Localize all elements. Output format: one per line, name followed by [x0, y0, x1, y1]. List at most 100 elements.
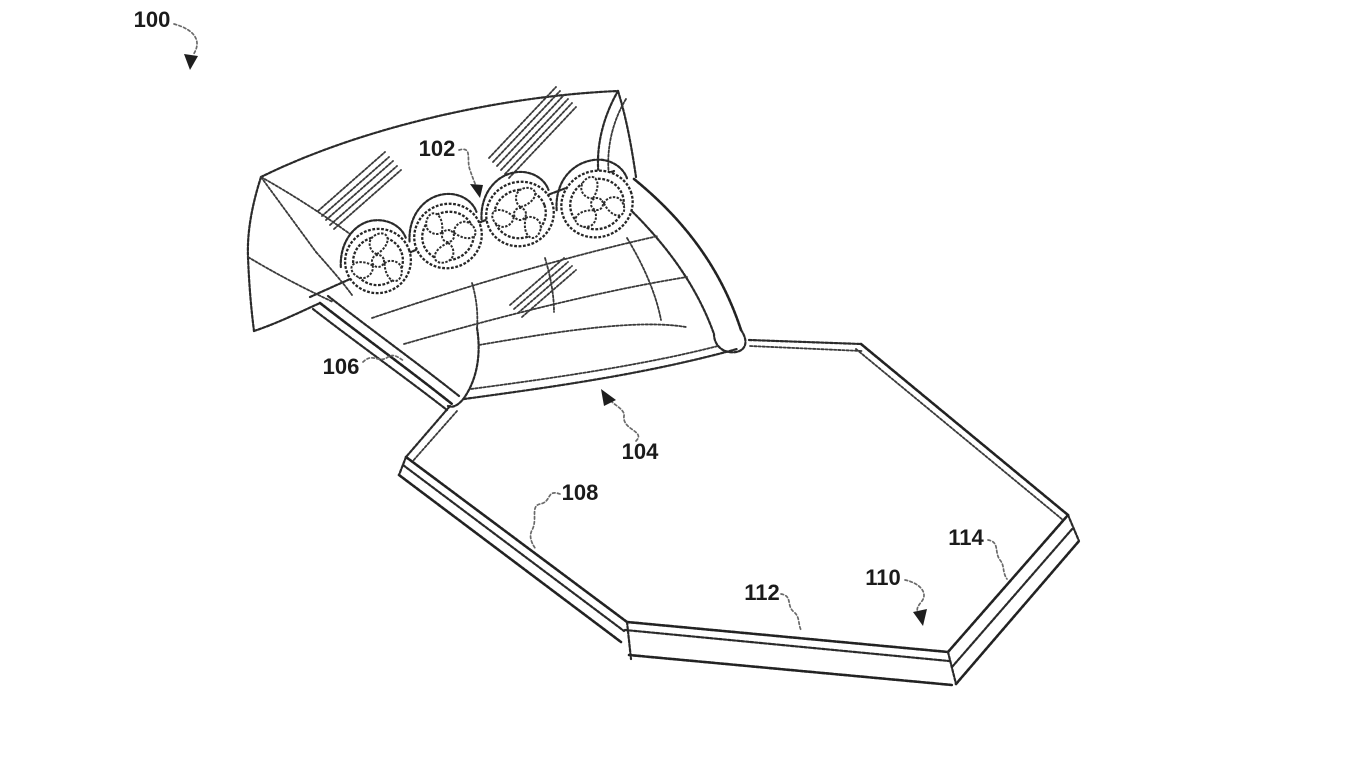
deck-stream-line [544, 257, 555, 313]
ref-label-102: 102 [419, 136, 456, 161]
wing-facet-line [315, 251, 353, 296]
hatch-group-deck [509, 257, 577, 318]
wing-right-fin-inner [607, 98, 627, 177]
leader-114 [987, 539, 1008, 580]
leader-arrowhead-110 [913, 609, 927, 626]
leader-arrowhead-104 [601, 389, 616, 406]
board-right-edge-mid [950, 526, 1075, 669]
board-front-edge-bottom [627, 653, 954, 687]
rotor-blade [515, 186, 537, 209]
rotor-hub [590, 197, 604, 211]
leader-106 [362, 354, 405, 363]
fan-unit-3 [480, 170, 555, 248]
fan-duct-collar [555, 158, 629, 212]
fan-duct-collar [408, 192, 478, 243]
fan-row [339, 158, 634, 295]
hatch-stroke [513, 261, 569, 310]
reference-labels: 100 102 104 106 108 110 112 [134, 7, 1008, 631]
ref-label-106: 106 [323, 354, 360, 379]
ref-108: 108 [529, 480, 599, 549]
board-left-edge-cap [397, 455, 408, 477]
right-rail-inner [614, 194, 716, 336]
fan-duct-collar [480, 170, 550, 221]
leader-110 [904, 579, 925, 613]
board-front-edge-top [625, 620, 950, 654]
rotor-blade [523, 215, 542, 239]
board-back-edge-inner [749, 345, 863, 352]
hatch-stroke [488, 86, 557, 159]
fan-rotor [350, 232, 403, 283]
hatch-stroke [496, 94, 565, 167]
board-platform [397, 338, 1081, 687]
deck-bottom-edge-inner [470, 345, 719, 390]
board-back-edge [747, 338, 863, 346]
ref-label-100: 100 [134, 7, 171, 32]
board-left-edge-bottom [397, 473, 623, 644]
ref-106: 106 [323, 354, 405, 379]
leader-arrowhead-100 [184, 54, 198, 70]
deck-contour-upper [371, 235, 659, 319]
board-left-edge-top [404, 455, 629, 624]
ref-110: 110 [865, 565, 927, 626]
left-rail-foot [446, 326, 480, 408]
wing-facet-line [260, 176, 351, 235]
leader-100 [173, 23, 198, 56]
hatch-stroke [492, 90, 561, 163]
rotor-blade [491, 209, 515, 228]
board-back-right-edge [859, 342, 1070, 517]
hatch-stroke [517, 265, 573, 314]
hatch-stroke [317, 151, 386, 212]
rotor-blade [574, 209, 597, 228]
leader-102 [458, 148, 477, 187]
leader-112 [780, 593, 802, 631]
ref-104: 104 [601, 389, 659, 464]
ref-label-112: 112 [744, 580, 780, 605]
board-left-edge-mid [401, 463, 626, 633]
board-back-right-edge-inner [855, 348, 1064, 521]
hatch-stroke [329, 165, 398, 226]
rotor-blade [425, 212, 444, 235]
ref-100: 100 [134, 7, 198, 70]
deck-bottom-edge-outer [462, 347, 739, 401]
left-rail-bottom [311, 307, 449, 412]
leader-arrowhead-102 [470, 184, 483, 198]
rotor-blade [602, 196, 626, 217]
wing-facet-line [260, 176, 317, 253]
wing-facet-line [247, 256, 334, 303]
right-rail-foot [712, 328, 747, 354]
rotor-blade [368, 232, 389, 256]
left-rail-top [326, 294, 461, 398]
board-right-edge-top [946, 513, 1070, 654]
fan-duct-collar [339, 219, 407, 269]
deck-to-board-edge-inner [411, 410, 458, 463]
ref-114: 114 [948, 525, 1008, 580]
hatch-stroke [504, 102, 573, 175]
wing-bottom-left-edge [252, 301, 322, 333]
leader-104 [610, 400, 640, 442]
ref-label-108: 108 [562, 480, 599, 505]
hatch-group-left-panel [317, 151, 402, 230]
wing-right-fin-outer [596, 89, 620, 180]
deck-ramp [311, 177, 747, 463]
ref-label-104: 104 [622, 439, 659, 464]
rotor-blade [453, 220, 477, 240]
deck-contour-low [478, 323, 687, 346]
board-right-edge-cap [946, 650, 958, 686]
fan-rotor [425, 212, 477, 264]
fan-rotor [574, 175, 626, 228]
rotor-hub [371, 254, 385, 268]
ref-102: 102 [419, 136, 483, 198]
wing-left-edge [246, 175, 263, 259]
fan-unit-4 [555, 158, 634, 239]
ref-label-114: 114 [948, 525, 984, 550]
deck-to-board-edge [404, 404, 452, 459]
fan-unit-2 [408, 192, 483, 270]
wing-right-edge [616, 89, 638, 179]
board-right-corner-cap [1066, 513, 1081, 543]
hatch-stroke [321, 156, 390, 217]
fan-rotor [491, 186, 542, 239]
deck-stream-line [626, 237, 662, 321]
wing-top-edge [259, 89, 620, 179]
